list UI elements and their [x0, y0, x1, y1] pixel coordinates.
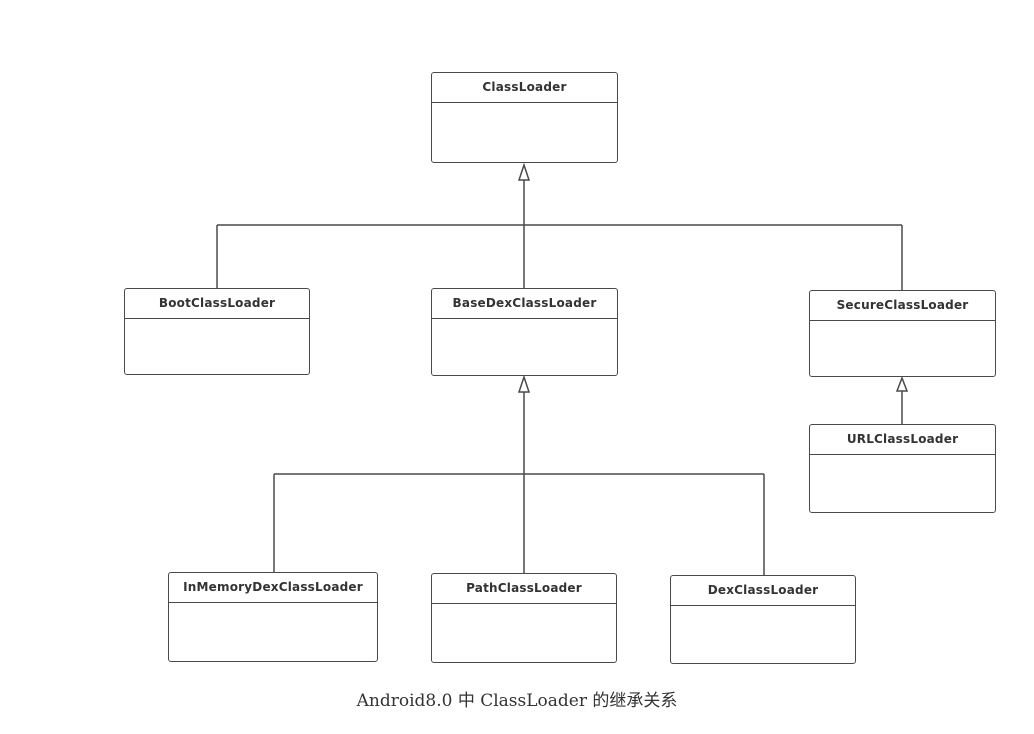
class-name: PathClassLoader [432, 574, 616, 604]
class-box-basedexclassloader: BaseDexClassLoader [431, 288, 618, 376]
inheritance-arrow-secure [895, 375, 909, 392]
figure-caption: Android8.0 中 ClassLoader 的继承关系 [356, 691, 678, 711]
class-box-classloader: ClassLoader [431, 72, 618, 163]
class-name: InMemoryDexClassLoader [169, 573, 377, 603]
class-box-secureclassloader: SecureClassLoader [809, 290, 996, 377]
inheritance-arrow-classloader [517, 162, 531, 181]
class-name: ClassLoader [432, 73, 617, 103]
class-name: BaseDexClassLoader [432, 289, 617, 319]
class-box-dexclassloader: DexClassLoader [670, 575, 856, 664]
class-box-pathclassloader: PathClassLoader [431, 573, 617, 663]
inheritance-arrow-basedex [517, 374, 531, 393]
class-name: URLClassLoader [810, 425, 995, 455]
class-name: BootClassLoader [125, 289, 309, 319]
class-name: SecureClassLoader [810, 291, 995, 321]
class-box-urlclassloader: URLClassLoader [809, 424, 996, 513]
class-name: DexClassLoader [671, 576, 855, 606]
class-box-bootclassloader: BootClassLoader [124, 288, 310, 375]
class-box-inmemorydexclassloader: InMemoryDexClassLoader [168, 572, 378, 662]
